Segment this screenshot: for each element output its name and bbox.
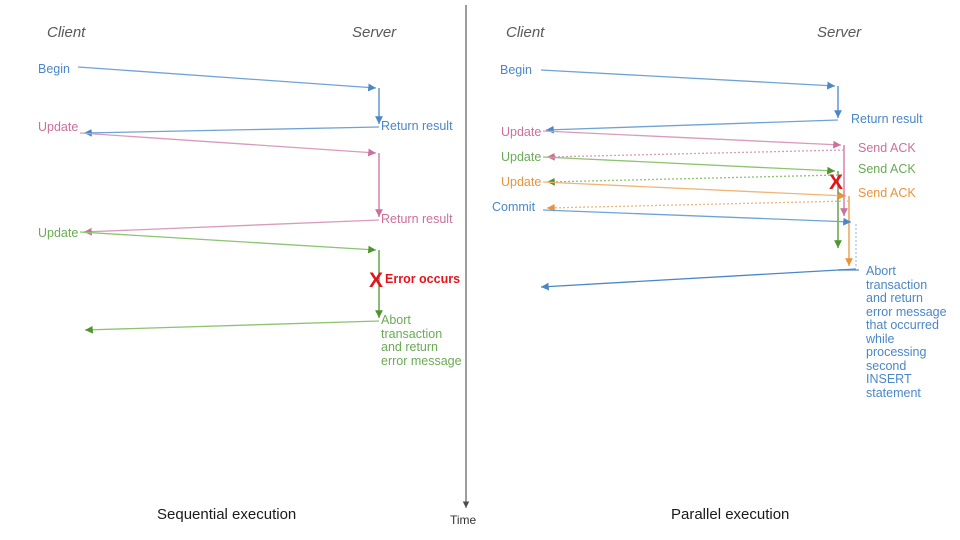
time-axis-label: Time [450,513,477,527]
sequential-msg-abort: Abort transaction and return error messa… [381,313,462,368]
arrow-begin [77,66,377,92]
p-arrow-abort [540,268,857,291]
arrow-update-1 [79,132,377,157]
parallel-msg-abort: Abort transaction and return error messa… [866,264,947,400]
sequential-actor-client: Client [47,24,86,41]
sequential-panel-arrows [77,66,383,334]
arrow-return-result-1 [83,126,380,137]
sequential-msg-error-occurs: Error occurs [385,272,461,286]
parallel-msg-begin: Begin [500,63,532,77]
sequential-caption: Sequential execution [157,506,297,523]
sequential-actor-server: Server [352,24,397,41]
p-arrow-return-result [545,119,839,134]
parallel-msg-update-3: Update [501,175,542,189]
parallel-msg-update-1: Update [501,125,542,139]
sequential-msg-begin: Begin [38,62,70,76]
sequential-msg-update-2: Update [38,226,79,240]
arrow-update-2 [79,231,377,254]
parallel-msg-return-result: Return result [851,112,923,126]
parallel-actor-server: Server [817,24,862,41]
p-arrow-update-2 [542,156,836,175]
sequential-msg-return-result-2: Return result [381,212,453,226]
arrow-abort-sequential [84,320,380,334]
parallel-actor-client: Client [506,24,545,41]
p-arrow-update-1 [542,130,842,149]
p-arrow-update-3 [542,181,847,200]
p-arrow-ack-1 [546,149,845,161]
parallel-msg-send-ack-1: Send ACK [858,141,916,155]
parallel-msg-send-ack-3: Send ACK [858,186,916,200]
p-arrow-ack-2 [546,174,839,186]
sequential-msg-update-1: Update [38,120,79,134]
parallel-msg-send-ack-2: Send ACK [858,162,916,176]
p-arrow-commit [542,209,852,226]
sequential-msg-return-result-1: Return result [381,119,453,133]
p-arrow-ack-3 [546,200,850,212]
arrow-return-result-2 [83,219,380,236]
parallel-caption: Parallel execution [671,506,790,523]
p-arrow-begin [540,69,836,90]
error-x-icon-sequential: X [369,269,384,292]
parallel-msg-commit: Commit [492,200,536,214]
parallel-msg-update-2: Update [501,150,542,164]
parallel-panel-arrows [540,69,859,291]
error-x-icon-parallel: X [829,171,844,194]
